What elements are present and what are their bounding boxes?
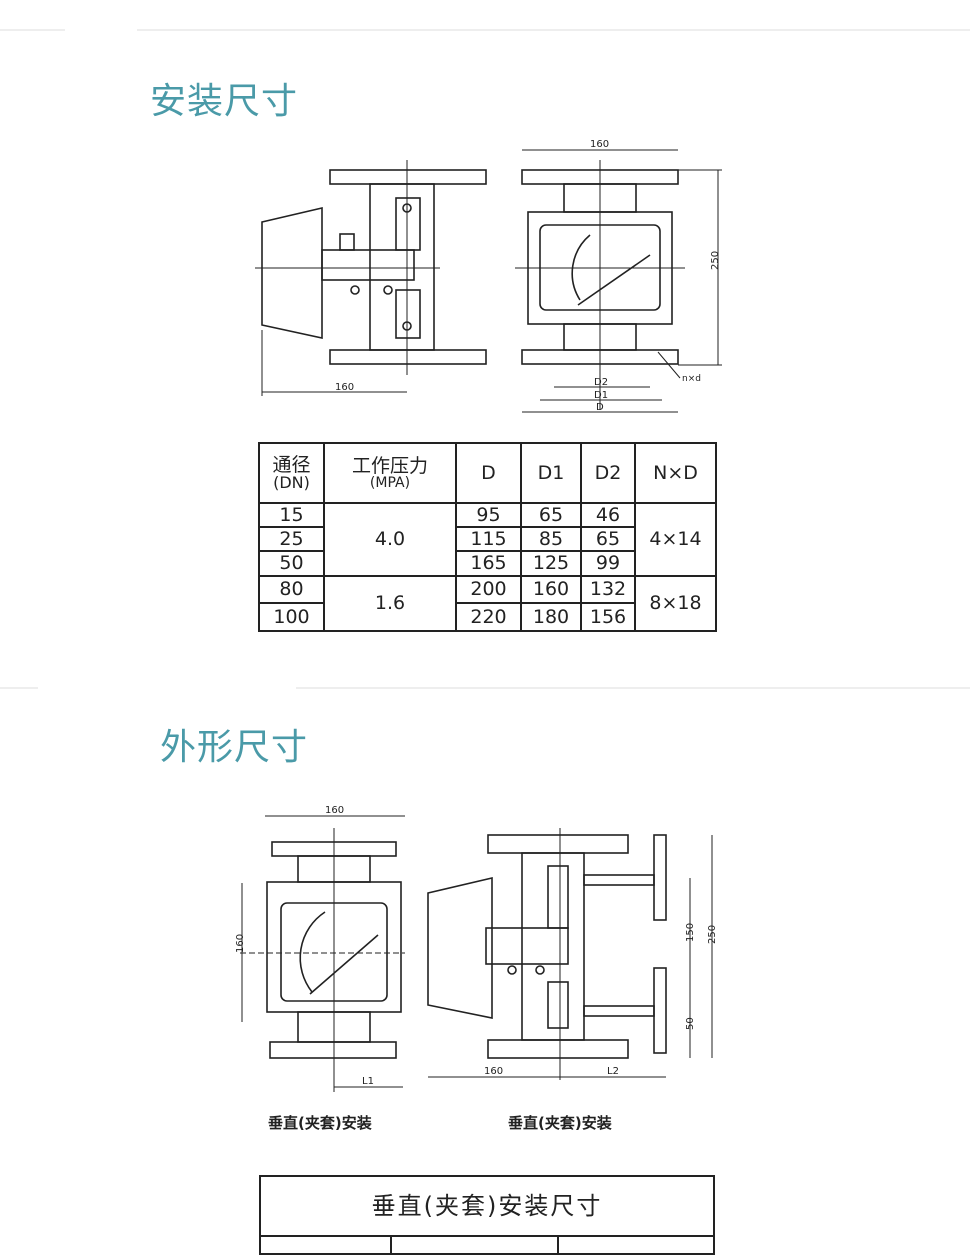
cell-dn: 100	[258, 602, 325, 632]
cell-d2: 46	[580, 502, 636, 528]
dim-front-width: 160	[590, 139, 609, 150]
cell-d1: 65	[520, 502, 582, 528]
header-d1: D1	[520, 442, 582, 504]
dim2-250: 250	[707, 925, 718, 944]
header-d2: D2	[580, 442, 636, 504]
dim-d2: D2	[594, 377, 608, 388]
cell-d1: 85	[520, 526, 582, 552]
cell-pressure: 1.6	[323, 575, 457, 632]
header-nd: N×D	[634, 442, 717, 504]
cell-d2: 132	[580, 575, 636, 604]
section-title-outline: 外形尺寸	[160, 727, 309, 768]
header-pressure: 工作压力	[351, 454, 428, 477]
dim-holes: n×d	[682, 374, 701, 384]
cell-dn: 25	[258, 526, 325, 552]
dim-height: 250	[710, 251, 721, 270]
table-title: 垂直(夹套)安装尺寸	[261, 1177, 713, 1237]
section-title-install: 安装尺寸	[150, 81, 299, 122]
dim2-front-height: 160	[235, 934, 246, 953]
outline-front-view: 160 160 L1	[235, 805, 405, 1092]
dim2-150: 150	[685, 923, 696, 942]
cell-d: 200	[455, 575, 522, 604]
caption-left: 垂直(夹套)安装	[268, 1114, 372, 1132]
cell-d1: 180	[520, 602, 582, 632]
table-row: 15 4.0 95 65 46 4×14	[258, 502, 717, 577]
table-row: 25 115 85 65	[258, 526, 716, 552]
install-spec-table: 通径(DN) 工作压力(MPA) D D1 D2 N×D 15 4.0 95 6…	[258, 442, 717, 632]
caption-right: 垂直(夹套)安装	[508, 1114, 612, 1132]
cell-d: 220	[455, 602, 522, 632]
cell-d2: 65	[580, 526, 636, 552]
column-divider	[557, 1237, 559, 1253]
divider	[0, 687, 38, 689]
cell-dn: 50	[258, 550, 325, 577]
header-d: D	[455, 442, 522, 504]
header-dn: 通径	[272, 453, 311, 476]
side-view: 160	[255, 160, 487, 396]
front-view: 160 250 D2 D1 D n×d	[515, 139, 722, 413]
cell-d2: 156	[580, 602, 636, 632]
cell-d: 165	[455, 550, 522, 577]
cell-d: 95	[455, 502, 522, 528]
cell-d2: 99	[580, 550, 636, 577]
vertical-install-table: 垂直(夹套)安装尺寸	[259, 1175, 715, 1255]
cell-dn: 80	[258, 575, 325, 604]
dim2-front-width: 160	[325, 805, 344, 816]
cell-pressure: 4.0	[323, 502, 457, 577]
divider	[137, 29, 970, 31]
dim-d: D	[596, 402, 604, 413]
table-row: 80 1.6 200 160 132 8×18	[258, 575, 717, 632]
dim2-50: 50	[685, 1017, 696, 1030]
cell-dn: 15	[258, 502, 325, 528]
table-row: 50 165 125 99	[258, 550, 716, 577]
cell-nd: 8×18	[634, 575, 717, 632]
cell-nd: 4×14	[634, 502, 717, 577]
dim-side-width: 160	[335, 382, 354, 393]
dim2-l1: L1	[362, 1076, 374, 1087]
table-row: 100 220 180 156	[258, 602, 716, 632]
header-pressure-unit: (MPA)	[369, 474, 411, 491]
cell-d1: 125	[520, 550, 582, 577]
dim2-l2: L2	[607, 1066, 619, 1077]
header-dn-unit: (DN)	[273, 472, 310, 492]
cell-d: 115	[455, 526, 522, 552]
column-divider	[390, 1237, 392, 1253]
divider	[0, 29, 65, 31]
cell-d1: 160	[520, 575, 582, 604]
divider	[296, 687, 970, 689]
dim2-side-width: 160	[484, 1066, 503, 1077]
outline-side-view: 160 L2 150 250 50	[427, 828, 718, 1080]
dim-d1: D1	[594, 390, 608, 401]
